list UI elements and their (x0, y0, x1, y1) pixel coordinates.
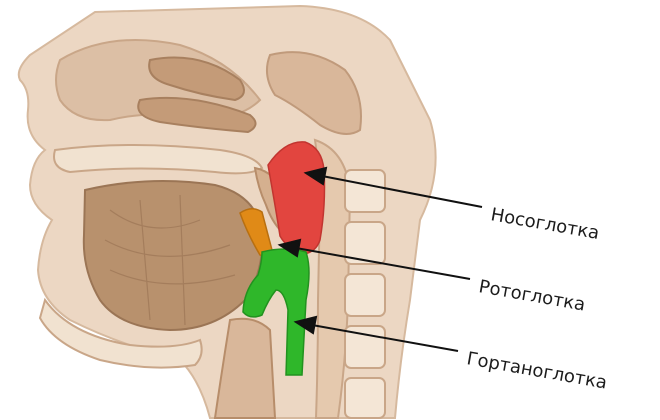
arrowhead-nasopharynx (303, 166, 328, 186)
arrow-nasopharynx (321, 175, 483, 208)
label-laryngopharynx: Гортаноглотка (465, 348, 609, 393)
arrow-oropharynx (295, 247, 471, 280)
mandible (38, 297, 203, 369)
larynx (213, 317, 277, 419)
label-oropharynx: Ротоглотка (477, 276, 587, 315)
laryngopharynx-region (242, 248, 310, 376)
skull-base (265, 51, 362, 135)
arrowhead-laryngopharynx (293, 315, 318, 335)
label-arrows (277, 166, 483, 352)
vertebra (344, 273, 386, 317)
tongue-fibers (104, 194, 236, 326)
nasal-conchae-lower (137, 96, 257, 134)
tongue (82, 180, 264, 332)
vertebra (344, 221, 386, 265)
arrow-laryngopharynx (311, 324, 459, 352)
vertebra (344, 377, 386, 419)
label-nasopharynx: Носоглотка (489, 204, 601, 244)
nasal-conchae (148, 56, 245, 102)
cervical-vertebrae (344, 169, 386, 419)
hard-palate (53, 144, 264, 175)
arrowhead-oropharynx (277, 238, 302, 258)
vertebra (344, 169, 386, 213)
head-section-illustration (17, 4, 437, 419)
nasopharynx-region (267, 141, 326, 255)
